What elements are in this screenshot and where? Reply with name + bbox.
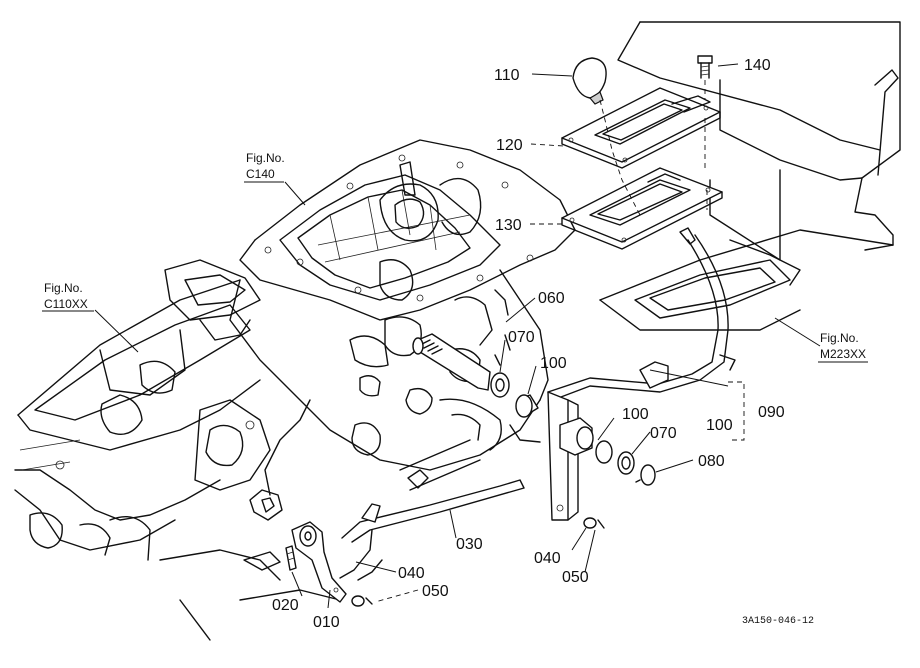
callout-110: 110 [494, 67, 520, 84]
snap-ring-080 [635, 464, 656, 486]
callout-140: 140 [744, 57, 771, 74]
svg-text:Fig.No.: Fig.No. [44, 281, 83, 295]
svg-text:C110XX: C110XX [44, 297, 88, 311]
link-rod [339, 479, 525, 581]
washer-070-lower [617, 451, 635, 475]
arm-010 [291, 521, 347, 603]
callout-020: 020 [272, 597, 299, 614]
callout-010: 010 [313, 614, 340, 631]
callout-040-right: 040 [534, 550, 561, 567]
callout-070-upper: 070 [508, 329, 535, 346]
bushing-100-upper [515, 394, 539, 418]
callout-060: 060 [538, 290, 565, 307]
callout-090: 090 [758, 404, 785, 421]
svg-text:C140: C140 [246, 167, 275, 181]
callout-080: 080 [698, 453, 725, 470]
washer-050-upper [583, 517, 605, 529]
transmission-housing [14, 21, 901, 641]
svg-text:Fig.No.: Fig.No. [246, 151, 285, 165]
lower-guide-plate [561, 167, 723, 250]
callout-050-right: 050 [562, 569, 589, 586]
cap-bolt [697, 55, 713, 210]
svg-text:M223XX: M223XX [820, 347, 866, 361]
callout-070-lower: 070 [650, 425, 677, 442]
callout-050-left: 050 [422, 583, 449, 600]
leader-lines [94, 63, 821, 609]
washer-050-lower [351, 595, 373, 607]
washer-070-upper [490, 372, 510, 398]
rod-bracket [361, 439, 481, 523]
callout-030: 030 [456, 536, 483, 553]
callout-100-upper: 100 [540, 355, 567, 372]
figure-reference-c110xx: Fig.No. C110XX [42, 281, 94, 312]
shift-knob [572, 57, 607, 105]
callout-100-subassembly: 100 [706, 417, 733, 434]
svg-text:Fig.No.: Fig.No. [820, 331, 859, 345]
callout-040-left: 040 [398, 565, 425, 582]
callout-labels: 110 140 120 130 060 070 100 090 100 100 … [272, 57, 785, 631]
fork-detail [243, 399, 311, 571]
subassembly-bracket [728, 381, 745, 441]
callout-100-lower: 100 [622, 406, 649, 423]
callout-120: 120 [496, 137, 523, 154]
figure-reference-m223xx: Fig.No. M223XX [818, 331, 868, 363]
bushing-100-lower [595, 440, 613, 464]
upper-guide-plate [561, 87, 721, 169]
pin-020 [285, 545, 297, 571]
shaft [412, 333, 491, 391]
callout-130: 130 [495, 217, 522, 234]
figure-reference-c140: Fig.No. C140 [244, 151, 285, 183]
shift-lever [547, 227, 729, 521]
knob-axis-line [599, 99, 641, 216]
drawing-number: 3A150-046-12 [742, 616, 814, 627]
